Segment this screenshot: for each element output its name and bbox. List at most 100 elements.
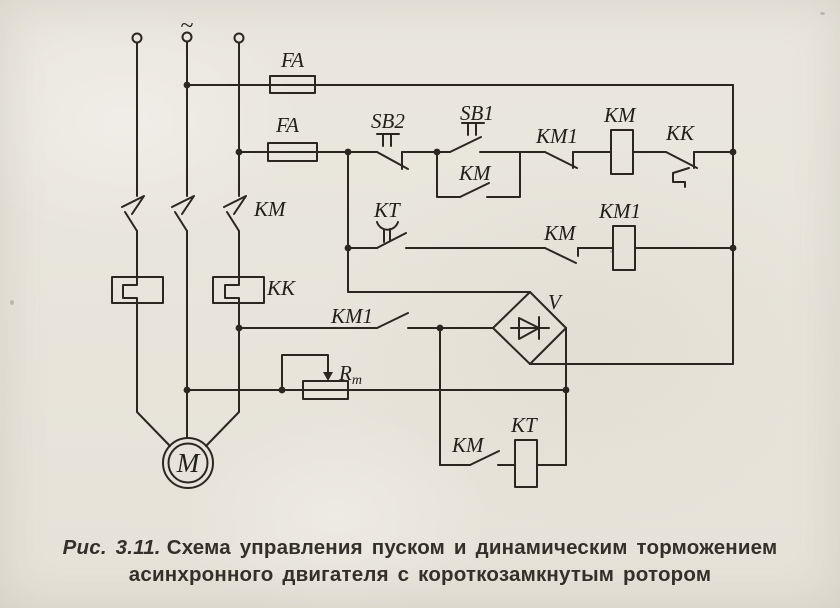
top-feeder: FA: [186, 48, 734, 365]
rectifier-label: V: [548, 290, 563, 314]
start-button-label: SB1: [460, 101, 494, 125]
figure-number: Рис. 3.11.: [62, 536, 161, 559]
sb1-blade: [449, 136, 482, 153]
main-coil-body: [610, 129, 634, 175]
latch-left-leg: [436, 151, 461, 198]
brake-resistor: Rт: [281, 354, 362, 400]
thermal-contact-label: KK: [665, 121, 695, 145]
latch-contact-label: KM: [458, 161, 492, 185]
junction-dot: [344, 244, 352, 252]
contact-blade-l3: [226, 211, 240, 232]
main-coil-label: KM: [603, 103, 637, 127]
left-control-bus: [347, 151, 531, 293]
junction-dot: [278, 386, 286, 394]
thermal-relay-elements: KK: [111, 276, 296, 304]
junction-dot: [183, 81, 191, 89]
phase-wires: [136, 41, 240, 447]
resistor-tap-loop: [281, 354, 329, 391]
stop-button-label: SB2: [371, 109, 405, 133]
brake-coil-label: KM1: [598, 199, 641, 223]
contact-chevron-l1: [121, 195, 145, 215]
junction-dot: [344, 148, 352, 156]
resistor-tap-arrow: [323, 372, 333, 381]
junction-dot: [729, 244, 737, 252]
kk-nc-blade: [665, 151, 698, 169]
thermal-jog-l3: [224, 276, 240, 304]
junction-dot: [235, 148, 243, 156]
junction-dot: [729, 148, 737, 156]
contact-blade-l2: [174, 211, 188, 232]
contact-chevron-l2: [171, 195, 195, 215]
scan-speck: [10, 300, 14, 305]
junction-dots: [183, 81, 737, 394]
motor: M: [162, 437, 214, 489]
timer-branch: KM KT: [439, 413, 567, 488]
junction-dot: [562, 386, 570, 394]
junction-dot: [436, 324, 444, 332]
caption-text-1: Схема управления пуском и динамическим т…: [166, 536, 778, 559]
kt-delay-cup: [376, 221, 399, 231]
wire-l1-to-motor: [136, 302, 171, 447]
latch-right-leg: [486, 151, 521, 198]
motor-label: M: [176, 448, 201, 478]
caption-line-1: Рис. 3.11.Схема управления пуском и дина…: [0, 534, 840, 561]
terminal-l1: [131, 32, 143, 44]
sb2-blade: [376, 151, 409, 170]
ac-source-label: ~: [181, 13, 194, 39]
km1-nc-blade: [544, 151, 578, 169]
terminal-l3: [233, 32, 245, 44]
wire-l3-to-motor: [205, 302, 240, 447]
fuse-control-label: FA: [275, 113, 299, 137]
aux-contact-km: KM: [543, 221, 579, 264]
thermal-element-label: KK: [266, 276, 296, 300]
brake-interlock-km1: KM1: [535, 124, 578, 169]
stop-button-sb2: SB2: [371, 109, 409, 170]
scan-speck: [610, 250, 613, 253]
scan-speck: [820, 12, 825, 15]
aux-contact-label: KM: [543, 221, 577, 245]
braking-circuit: KM1 V Rт: [186, 290, 734, 488]
timer-contact-kt: KT: [373, 198, 407, 249]
latch-contact-km: KM: [436, 151, 521, 198]
brake-interlock-label: KM1: [535, 124, 578, 148]
start-button-sb1: SB1: [449, 101, 494, 153]
figure-caption: Рис. 3.11.Схема управления пуском и дина…: [0, 534, 840, 588]
kk-thermal-hook: [672, 167, 690, 188]
kt-blade: [376, 232, 407, 249]
brake-contact-km1: KM1: [330, 304, 409, 329]
sb2-plunger: [376, 133, 400, 147]
km-aux-blade: [544, 247, 577, 264]
main-coil-km: KM: [603, 103, 637, 175]
timer-contact-label: KT: [373, 198, 401, 222]
dc-contact-label: KM: [451, 433, 485, 457]
control-row-1: FA SB2 SB1 KM: [238, 101, 734, 198]
sb1-plunger: [461, 122, 485, 136]
contact-chevron-l3: [223, 195, 247, 215]
junction-dot: [183, 386, 191, 394]
kt-delay-ticks: [383, 228, 391, 243]
brake-coil-km1: KM1: [598, 199, 641, 271]
resistor-body: [302, 380, 349, 400]
thermal-contact-kk: KK: [665, 121, 698, 188]
brake-coil-body: [612, 225, 636, 271]
motor-outer-circle: [162, 437, 214, 489]
fuse-top-label: FA: [280, 48, 304, 72]
thermal-jog-l1: [122, 276, 138, 304]
fuse-top-body: [269, 75, 316, 94]
caption-line-2: асинхронного двигателя с короткозамкнуты…: [128, 563, 712, 586]
latch-blade: [459, 182, 490, 198]
contact-blade-l1: [124, 211, 138, 232]
diode-triangle: [518, 317, 540, 340]
km1-brake-blade: [376, 312, 409, 329]
junction-dot: [433, 148, 441, 156]
fuse-control-body: [267, 142, 318, 162]
rectifier-bridge: V: [492, 290, 567, 365]
brake-resistor-label: Rт: [338, 361, 362, 388]
main-contactor-contacts: KM: [121, 195, 287, 232]
timer-coil-body: [514, 439, 538, 488]
brake-contact-label: KM1: [330, 304, 373, 328]
km-dc-blade: [469, 450, 500, 466]
timer-coil-label: KT: [510, 413, 538, 437]
